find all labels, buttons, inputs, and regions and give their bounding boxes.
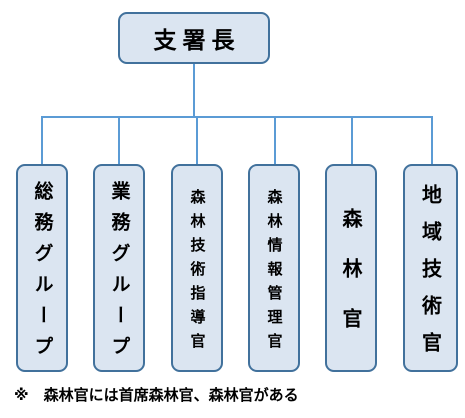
connector-drop-forest-officer [351,116,353,164]
connector-drop-forest-tech-instructor [196,116,198,164]
connector-drop-operations [118,116,120,164]
unit-operations-group: 業務グループ [93,164,145,372]
unit-forest-technical-instructor: 森林技術指導官 [171,164,223,372]
unit-general-affairs-group-label: 総務グループ [31,181,54,367]
connector-head-vertical [193,64,195,118]
connector-drop-general-affairs [41,116,43,164]
footnote: ※ 森林官には首席森林官、森林官がある [14,386,299,404]
connector-drop-forest-info-manager [274,116,276,164]
unit-forest-officer: 森林官 [325,164,377,372]
connector-horizontal-bus [41,116,433,118]
branch-chief-label: 支署長 [153,28,241,54]
unit-forest-officer-label: 森林官 [339,208,363,358]
connector-drop-regional-tech-officer [431,116,433,164]
branch-chief-box: 支署長 [118,12,270,64]
unit-forest-information-manager: 森林情報管理官 [248,164,300,372]
unit-regional-technical-officer: 地域技術官 [403,164,458,372]
unit-operations-group-label: 業務グループ [108,181,131,367]
unit-regional-technical-officer-label: 地域技術官 [418,184,443,369]
unit-forest-technical-instructor-label: 森林技術指導官 [188,188,207,357]
unit-general-affairs-group: 総務グループ [16,164,68,372]
unit-forest-information-manager-label: 森林情報管理官 [265,188,284,357]
